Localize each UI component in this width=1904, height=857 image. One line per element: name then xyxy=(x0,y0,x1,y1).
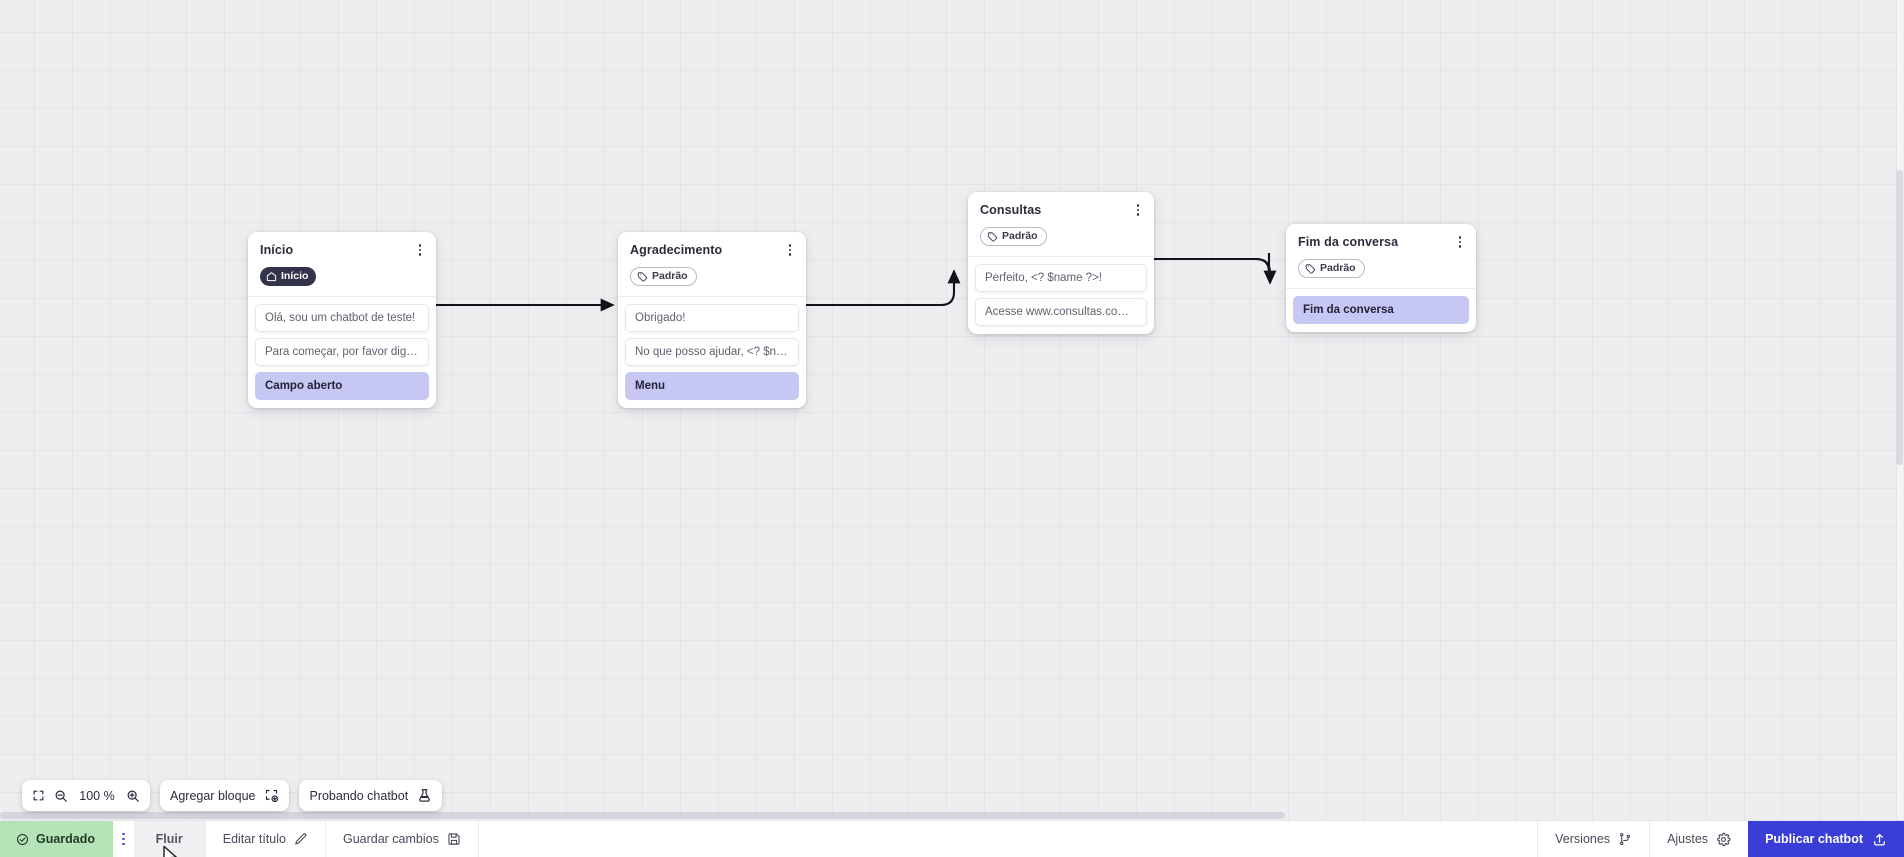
flask-icon[interactable] xyxy=(417,788,432,803)
publish-chatbot-button[interactable]: Publicar chatbot xyxy=(1748,821,1904,857)
check-circle-icon xyxy=(16,833,29,845)
vertical-scrollbar[interactable] xyxy=(1896,170,1903,465)
settings-label: Ajustes xyxy=(1667,832,1709,846)
flow-node-fim-da-conversa[interactable]: Fim da conversa Padrão Fim da conversa xyxy=(1286,224,1476,332)
test-chatbot-button[interactable]: Probando chatbot xyxy=(299,780,443,811)
node-row-message[interactable]: Obrigado! xyxy=(625,304,799,332)
home-icon xyxy=(266,272,277,282)
node-badge-default[interactable]: Padrão xyxy=(980,227,1047,246)
tag-icon xyxy=(637,272,648,282)
save-changes-label: Guardar cambios xyxy=(342,832,439,846)
node-badge-row: Padrão xyxy=(630,267,794,287)
save-changes-button[interactable]: Guardar cambios xyxy=(326,821,479,857)
node-row-message[interactable]: Olá, sou um chatbot de teste! xyxy=(255,304,429,332)
upload-icon xyxy=(1874,833,1885,845)
node-menu-icon[interactable] xyxy=(783,242,797,258)
settings-button[interactable]: Ajustes xyxy=(1649,821,1748,857)
node-title: Início xyxy=(260,243,294,257)
floppy-disk-icon xyxy=(448,833,460,845)
fit-screen-icon[interactable] xyxy=(32,789,45,802)
node-menu-icon[interactable] xyxy=(1131,202,1145,218)
edge-consultas-to-fim-drop xyxy=(1153,257,1277,285)
branch-icon xyxy=(1620,832,1631,846)
horizontal-scrollbar[interactable] xyxy=(0,812,1285,819)
pencil-icon xyxy=(295,833,307,845)
zoom-level-value: 100 % xyxy=(79,788,115,803)
node-body: Olá, sou um chatbot de teste! Para começ… xyxy=(248,297,436,400)
flow-connectors xyxy=(436,252,1277,312)
node-badge-label: Padrão xyxy=(652,270,688,283)
node-body: Fim da conversa xyxy=(1286,289,1476,324)
versions-button[interactable]: Versiones xyxy=(1537,821,1649,857)
zoom-out-icon[interactable] xyxy=(54,789,68,803)
tag-icon xyxy=(987,232,998,242)
node-header: Agradecimento Padrão xyxy=(618,232,806,297)
node-title: Consultas xyxy=(980,203,1042,217)
node-header: Início Início xyxy=(248,232,436,297)
node-badge-label: Início xyxy=(281,270,309,283)
node-row-action[interactable]: Menu xyxy=(625,372,799,400)
node-badge-row: Início xyxy=(260,267,424,287)
node-badge-default[interactable]: Padrão xyxy=(630,267,697,286)
edit-title-label: Editar título xyxy=(222,832,286,846)
node-header: Consultas Padrão xyxy=(968,192,1154,257)
node-header: Fim da conversa Padrão xyxy=(1286,224,1476,289)
node-title: Fim da conversa xyxy=(1298,235,1399,249)
bottom-status-bar: Guardado Fluir Editar título Guardar cam… xyxy=(0,820,1904,857)
node-badge-label: Padrão xyxy=(1320,262,1356,275)
canvas-toolbar: 100 % Agregar bloque Probando chatbot xyxy=(22,780,443,811)
edge-consultas-to-fim xyxy=(1153,253,1271,273)
node-badge-row: Padrão xyxy=(980,227,1142,247)
zoom-in-icon[interactable] xyxy=(126,789,140,803)
add-block-label: Agregar bloque xyxy=(170,788,256,803)
node-badge-row: Padrão xyxy=(1298,259,1464,279)
edge-consultas-to-fim-tail xyxy=(1153,252,1269,273)
tab-fluir[interactable]: Fluir xyxy=(133,821,206,857)
add-block-icon[interactable] xyxy=(264,788,279,803)
test-chatbot-label: Probando chatbot xyxy=(309,788,409,803)
bottom-bar-right-group: Versiones Ajustes Publicar chatbot xyxy=(1537,821,1904,857)
flow-canvas[interactable]: Início Início Olá, sou um chatbot de tes… xyxy=(0,0,1904,820)
flow-node-inicio[interactable]: Início Início Olá, sou um chatbot de tes… xyxy=(248,232,436,408)
saved-label: Guardado xyxy=(36,832,96,846)
edit-title-button[interactable]: Editar título xyxy=(206,821,326,857)
flow-node-agradecimento[interactable]: Agradecimento Padrão Obrigado! No que po… xyxy=(618,232,806,408)
node-menu-icon[interactable] xyxy=(413,242,427,258)
status-badge-saved: Guardado xyxy=(0,821,114,857)
node-row-action[interactable]: Campo aberto xyxy=(255,372,429,400)
node-row-message[interactable]: Perfeito, <? $name ?>! xyxy=(975,264,1147,292)
node-row-message[interactable]: Para começar, por favor digite o ... xyxy=(255,338,429,366)
node-row-message[interactable]: No que posso ajudar, <? $name ... xyxy=(625,338,799,366)
edge-agradecimento-to-consultas xyxy=(806,269,961,307)
zoom-controls: 100 % xyxy=(22,780,150,811)
node-badge-default[interactable]: Padrão xyxy=(1298,259,1365,278)
publish-label: Publicar chatbot xyxy=(1765,832,1863,846)
node-body: Obrigado! No que posso ajudar, <? $name … xyxy=(618,297,806,400)
node-title: Agradecimento xyxy=(630,243,723,257)
kebab-menu-icon xyxy=(122,832,125,846)
node-row-message[interactable]: Acesse www.consultas.com par... xyxy=(975,298,1147,326)
flow-node-consultas[interactable]: Consultas Padrão Perfeito, <? $name ?>! … xyxy=(968,192,1154,334)
node-badge-label: Padrão xyxy=(1002,230,1038,243)
node-menu-icon[interactable] xyxy=(1453,234,1467,250)
versions-label: Versiones xyxy=(1555,832,1611,846)
flow-menu-button[interactable] xyxy=(113,821,134,857)
gear-icon xyxy=(1717,832,1731,846)
tag-icon xyxy=(1305,264,1316,274)
add-block-button[interactable]: Agregar bloque xyxy=(160,780,290,811)
node-row-action[interactable]: Fim da conversa xyxy=(1293,296,1469,324)
bottom-bar-spacer xyxy=(479,821,1537,857)
flow-label: Fluir xyxy=(155,832,183,846)
node-body: Perfeito, <? $name ?>! Acesse www.consul… xyxy=(968,257,1154,326)
node-badge-start[interactable]: Início xyxy=(260,267,317,286)
